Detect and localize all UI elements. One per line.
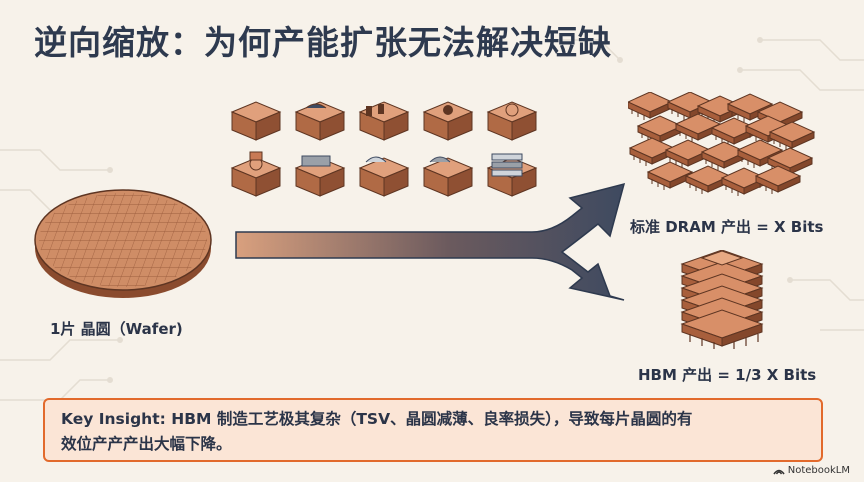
dram-output-label: 标准 DRAM 产出 = X Bits — [630, 216, 823, 237]
slide-title: 逆向缩放：为何产能扩张无法解决短缺 — [34, 16, 612, 64]
wafer-icon — [28, 186, 218, 304]
hbm-stack-icon — [676, 250, 776, 350]
notebooklm-logo-icon — [773, 467, 785, 475]
key-insight-box: Key Insight: HBM 制造工艺极其复杂（TSV、晶圆减薄、良率损失）… — [43, 398, 823, 462]
hbm-output-label: HBM 产出 = 1/3 X Bits — [638, 364, 816, 385]
brand-name: NotebookLM — [788, 465, 850, 476]
split-arrow-icon — [232, 176, 632, 308]
key-insight-line-2: 效位产产产出大幅下降。 — [61, 432, 805, 457]
key-insight-line-1: Key Insight: HBM 制造工艺极其复杂（TSV、晶圆减薄、良率损失）… — [61, 407, 805, 432]
wafer-label: 1片 晶圆（Wafer) — [50, 318, 183, 339]
brand-watermark: NotebookLM — [773, 465, 850, 476]
dram-chip-pile-icon — [628, 92, 818, 202]
